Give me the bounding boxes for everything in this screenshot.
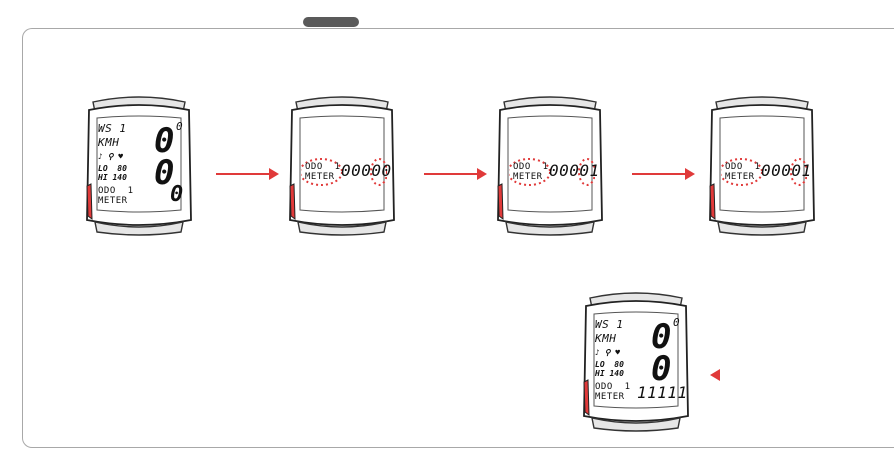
lcd-odo-value: 00001	[549, 161, 600, 180]
right-arrow-icon	[216, 168, 279, 180]
blink-markers	[301, 158, 387, 186]
lcd-ws-label: WS 1	[595, 318, 624, 331]
lcd-display: WS 1 KMH 0 0 ♪ ⚲ ♥ LO 80 HI 140 0 ODO 1 …	[98, 120, 184, 206]
device-setting-one: ODO 1 METER 00001	[490, 88, 610, 238]
runner-icon: ♪ ⚲ ♥	[595, 348, 621, 357]
device-body	[583, 292, 689, 432]
right-arrow-icon	[632, 168, 695, 180]
device-initial: WS 1 KMH 0 0 ♪ ⚲ ♥ LO 80 HI 140 0 ODO 1 …	[79, 88, 199, 238]
lcd-hi: HI 140	[98, 173, 127, 182]
lcd-speed: 0	[651, 317, 672, 357]
lcd-heart-rate: 0	[154, 153, 175, 193]
device-body	[709, 96, 815, 236]
lcd-speed: 0	[154, 121, 175, 161]
device-result: WS 1 KMH 0 0 ♪ ⚲ ♥ LO 80 HI 140 0 ODO 1 …	[576, 284, 696, 434]
lcd-meter-label: METER	[305, 172, 335, 182]
lcd-meter-label: METER	[513, 172, 543, 182]
lcd-meter-label: METER	[725, 172, 755, 182]
blink-markers	[509, 158, 595, 186]
lcd-display: ODO 1 METER 00000	[301, 120, 391, 206]
lcd-meter-label: METER	[595, 392, 625, 402]
lcd-display: ODO 1 METER 00001	[721, 120, 811, 206]
lcd-speed-decimal: 0	[176, 120, 184, 133]
lcd-odo-value: 00001	[761, 161, 812, 180]
lcd-display: ODO 1 METER 00001	[509, 120, 599, 206]
device-body	[497, 96, 603, 236]
right-arrow-icon	[424, 168, 487, 180]
device-body	[86, 96, 192, 236]
panel-tab	[303, 17, 359, 27]
lcd-odo-label: ODO 1	[98, 186, 134, 196]
lcd-odo-value: 11111	[637, 383, 688, 402]
panel-frame	[22, 28, 894, 448]
music-icon: ♪ ⚲ ♥	[98, 152, 124, 161]
lcd-heart-rate: 0	[651, 349, 672, 389]
lcd-lo: LO 80	[595, 360, 624, 369]
lcd-unit-label: KMH	[98, 136, 120, 149]
lcd-odo-label: ODO 1	[595, 382, 631, 392]
device-setting-zero: ODO 1 METER 00000	[282, 88, 402, 238]
lcd-odo-value: 0	[170, 182, 184, 207]
blink-markers	[721, 158, 807, 186]
lcd-speed-decimal: 0	[673, 316, 681, 329]
lcd-meter-label: METER	[98, 196, 128, 206]
lcd-display: WS 1 KMH 0 0 ♪ ⚲ ♥ LO 80 HI 140 0 ODO 1 …	[595, 316, 687, 402]
lcd-odo-label: ODO 1	[305, 162, 341, 172]
lcd-odo-value: 00000	[341, 161, 392, 180]
device-body	[289, 96, 395, 236]
device-setting-next: ODO 1 METER 00001	[702, 88, 822, 238]
lcd-hi: HI 140	[595, 369, 624, 378]
lcd-odo-label: ODO 1	[513, 162, 549, 172]
lcd-odo-label: ODO 1	[725, 162, 761, 172]
lcd-unit-label: KMH	[595, 332, 617, 345]
lcd-ws-label: WS 1	[98, 122, 127, 135]
lcd-lo: LO 80	[98, 164, 127, 173]
left-pointer-icon	[710, 369, 720, 381]
